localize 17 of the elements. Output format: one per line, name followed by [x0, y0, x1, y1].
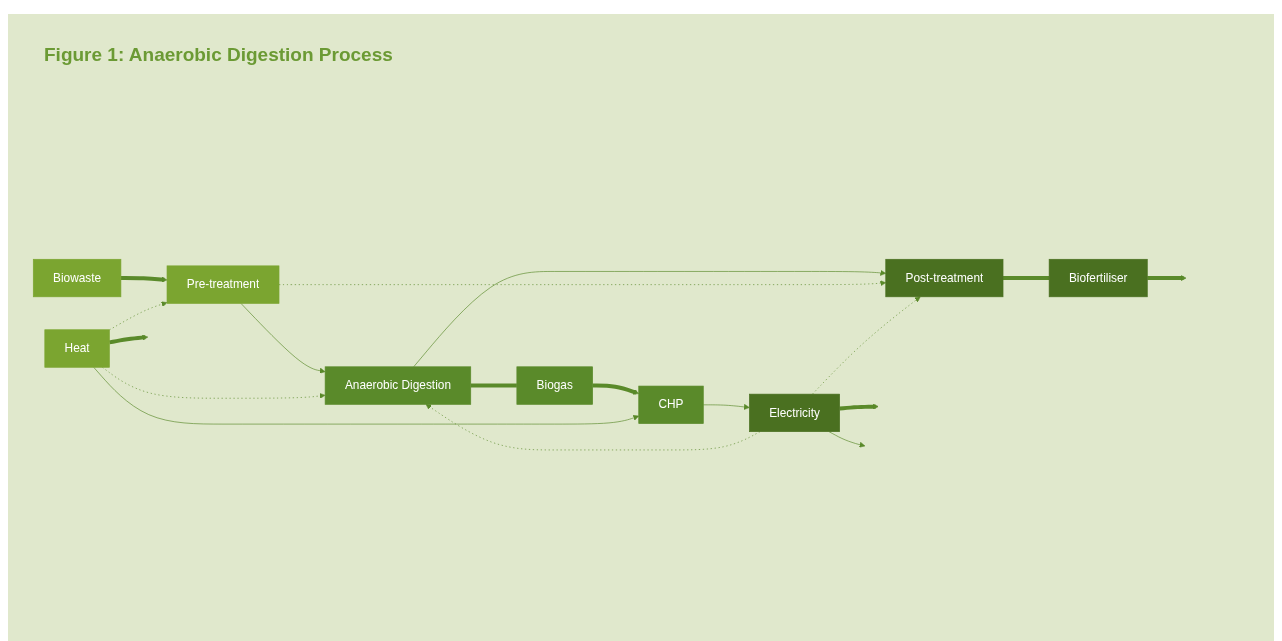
connector-line — [470, 383, 517, 388]
process-box: Biowaste — [32, 258, 122, 297]
process-box: Post-treatment — [885, 258, 1004, 297]
arrow — [839, 403, 879, 411]
arrow — [109, 334, 149, 344]
figure-title: Figure 1: Anaerobic Digestion Process — [44, 44, 393, 66]
arrow — [592, 383, 639, 395]
connector-line — [1003, 275, 1050, 280]
process-box: Electricity — [749, 393, 840, 432]
process-box: CHP — [638, 385, 704, 424]
process-box: Heat — [44, 329, 110, 368]
process-box: Biogas — [516, 366, 593, 405]
process-box: Anaerobic Digestion — [324, 366, 472, 405]
process-box: Biofertiliser — [1048, 258, 1148, 297]
arrow — [120, 275, 168, 282]
arrow — [1147, 274, 1187, 281]
process-box: Pre-treatment — [166, 265, 280, 304]
